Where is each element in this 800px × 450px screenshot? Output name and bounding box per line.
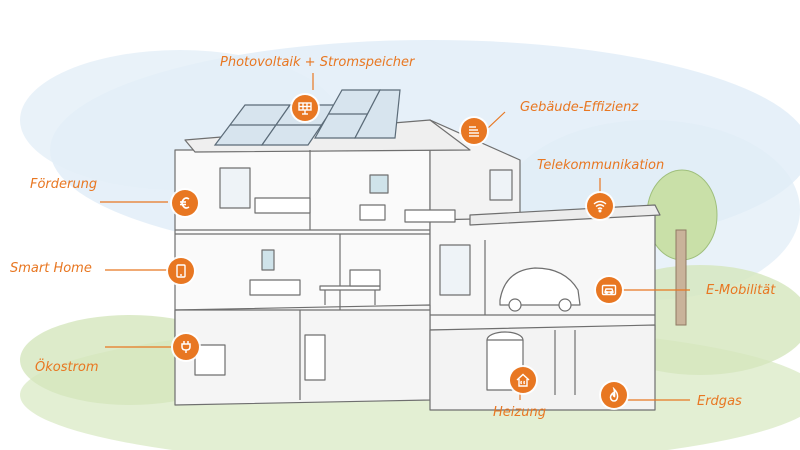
erdgas-label[interactable]: Erdgas <box>697 394 742 409</box>
tablet-icon <box>176 264 186 278</box>
smart-home-label[interactable]: Smart Home <box>10 261 92 276</box>
heizung-hotspot[interactable] <box>510 367 536 393</box>
heating-house-icon <box>516 373 530 387</box>
heizung-label[interactable]: Heizung <box>493 405 546 420</box>
solar-panel-icon <box>298 102 312 115</box>
gebaeude-effizienz-label[interactable]: Gebäude-Effizienz <box>520 100 639 115</box>
tree <box>646 169 718 326</box>
electric-car-icon <box>601 284 617 296</box>
oekostrom-label[interactable]: Ökostrom <box>35 360 99 375</box>
e-mobilitaet-label[interactable]: E-Mobilität <box>706 283 776 298</box>
insulation-layers-icon <box>469 126 479 137</box>
telekommunikation-hotspot[interactable] <box>587 193 613 219</box>
photovoltaik-label[interactable]: Photovoltaik + Stromspeicher <box>220 55 415 70</box>
oekostrom-hotspot[interactable] <box>173 334 199 360</box>
flame-icon <box>609 387 619 402</box>
euro-icon <box>180 197 190 209</box>
e-mobilitaet-hotspot[interactable] <box>596 277 622 303</box>
photovoltaik-hotspot[interactable] <box>292 95 318 121</box>
wifi-icon <box>593 200 607 213</box>
foerderung-hotspot[interactable] <box>172 190 198 216</box>
plug-icon <box>181 341 191 353</box>
erdgas-hotspot[interactable] <box>601 382 627 408</box>
leader-lines <box>100 73 690 401</box>
foerderung-label[interactable]: Förderung <box>30 177 98 192</box>
telekommunikation-label[interactable]: Telekommunikation <box>537 158 665 173</box>
gebaeude-effizienz-hotspot[interactable] <box>461 118 487 144</box>
smart-home-hotspot[interactable] <box>168 258 194 284</box>
solar-panels <box>213 89 401 146</box>
